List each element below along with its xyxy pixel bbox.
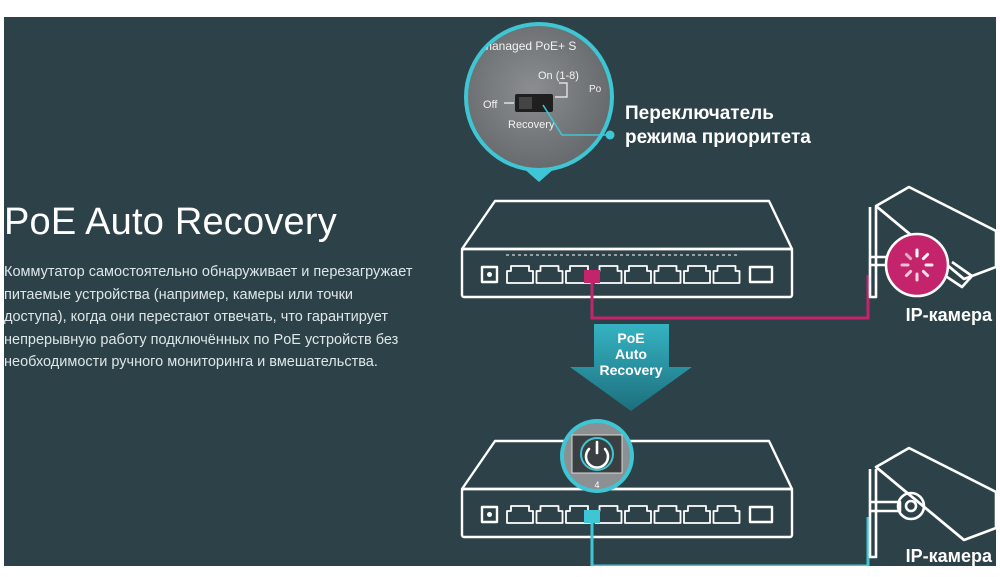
poe-recovery-illustration: managed PoE+ S On (1-8) Po Off Recovery … [460, 22, 996, 566]
arrow-line-3: Recovery [599, 362, 662, 378]
callout-line-1: Переключатель [625, 103, 774, 124]
switch-after-port-1 [506, 505, 534, 524]
port-healthy-highlight [584, 510, 600, 523]
loading-spinner-icon [900, 248, 934, 282]
callout-dot [605, 130, 615, 140]
feature-title: PoE Auto Recovery [4, 201, 337, 243]
power-icon [584, 440, 610, 469]
port-fault-highlight [584, 270, 600, 283]
switch-after-port-8 [712, 505, 741, 524]
port-number: 4 [594, 480, 599, 490]
switch-after-port-2 [535, 505, 564, 524]
feature-description: Коммутатор самостоятельно обнаруживает и… [4, 264, 413, 370]
switch-before-port-2 [535, 265, 564, 284]
switch-after-port-6 [653, 505, 682, 524]
switch-recovery-label: Recovery [508, 119, 555, 131]
zoom-edge-text: Po [589, 84, 602, 95]
ip-camera-bottom [868, 446, 996, 559]
port-zoom-bubble: 4 [560, 419, 634, 493]
switch-before-port-6 [653, 265, 682, 284]
arrow-line-1: PoE [617, 330, 644, 346]
switch-before-port-8 [712, 265, 741, 284]
arrow-line-2: Auto [615, 346, 647, 362]
switch-off-label: Off [483, 99, 498, 111]
callout-line-2: режима приоритета [625, 127, 811, 148]
switch-before-port-5 [624, 265, 652, 284]
switch-after [460, 439, 794, 539]
switch-before-port-7 [683, 265, 711, 284]
switch-knob [519, 97, 532, 109]
recovery-arrow: PoE Auto Recovery [570, 324, 692, 411]
infographic-panel: PoE Auto Recovery Коммутатор самостоятел… [4, 17, 996, 566]
switch-after-port-5 [624, 505, 652, 524]
switch-before-port-1 [506, 265, 534, 284]
switch-on-label: On (1-8) [538, 70, 579, 82]
camera-label-bottom: IP-камера [906, 546, 993, 566]
zoom-top-text: managed PoE+ S [482, 39, 576, 53]
zoom-panel: managed PoE+ S On (1-8) Po Off Recovery … [464, 22, 811, 182]
ip-camera-top [868, 185, 996, 299]
cable-fault [590, 275, 870, 320]
switch-before [460, 199, 794, 299]
switch-after-port-7 [683, 505, 711, 524]
camera-fault-badge [884, 232, 950, 298]
camera-label-top: IP-камера [906, 305, 993, 325]
